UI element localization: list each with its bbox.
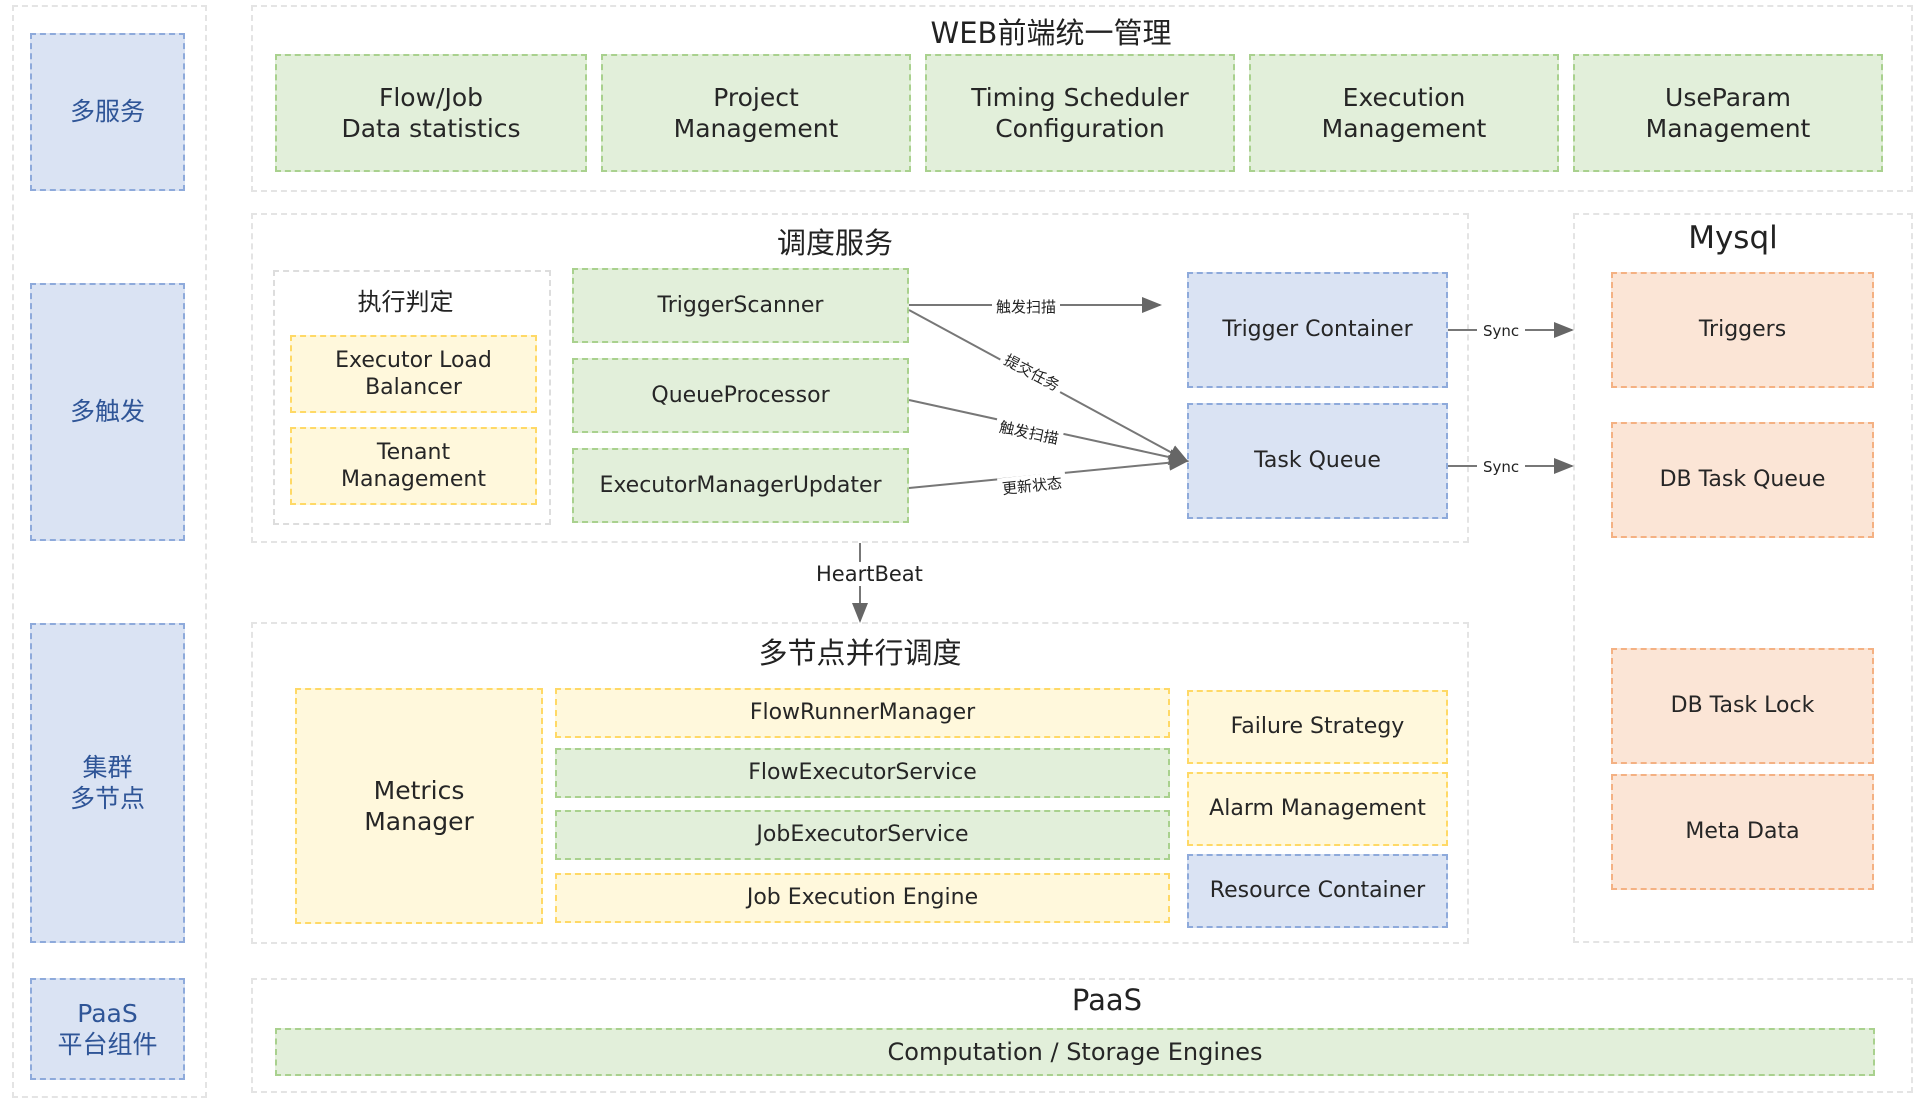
- web-module-useparam: UseParam Management: [1573, 54, 1883, 172]
- web-module-timing-scheduler: Timing Scheduler Configuration: [925, 54, 1235, 172]
- job-execution-engine: Job Execution Engine: [555, 873, 1170, 923]
- mysql-meta-data: Meta Data: [1611, 774, 1874, 890]
- side-label-paas-components: PaaS 平台组件: [30, 978, 185, 1080]
- executor-load-balancer: Executor Load Balancer: [290, 335, 537, 413]
- metrics-manager: Metrics Manager: [295, 688, 543, 924]
- side-label-cluster: 集群 多节点: [30, 623, 185, 943]
- multinode-title: 多节点并行调度: [758, 636, 962, 670]
- sync-label-task-queue: Sync: [1477, 458, 1526, 476]
- failure-strategy: Failure Strategy: [1187, 690, 1448, 764]
- mysql-triggers: Triggers: [1611, 272, 1874, 388]
- mysql-db-task-lock: DB Task Lock: [1611, 648, 1874, 764]
- web-module-execution: Execution Management: [1249, 54, 1559, 172]
- mysql-title: Mysql: [1688, 220, 1778, 256]
- sync-label-triggers: Sync: [1477, 322, 1526, 340]
- judge-title: 执行判定: [357, 288, 454, 316]
- job-executor-service: JobExecutorService: [555, 810, 1170, 860]
- alarm-management: Alarm Management: [1187, 772, 1448, 846]
- trigger-container: Trigger Container: [1187, 272, 1448, 388]
- web-module-project: Project Management: [601, 54, 911, 172]
- dispatch-title: 调度服务: [776, 226, 893, 260]
- flow-executor-service: FlowExecutorService: [555, 748, 1170, 798]
- side-label-multi-service: 多服务: [30, 33, 185, 191]
- tenant-management: Tenant Management: [290, 427, 537, 505]
- task-queue: Task Queue: [1187, 403, 1448, 519]
- side-label-multi-trigger: 多触发: [30, 283, 185, 541]
- queue-processor: QueueProcessor: [572, 358, 909, 433]
- computation-storage-engines: Computation / Storage Engines: [275, 1028, 1875, 1076]
- flow-runner-manager: FlowRunnerManager: [555, 688, 1170, 738]
- edge-label-trigger-scan-1: 触发扫描: [992, 296, 1061, 317]
- web-module-flow-job: Flow/Job Data statistics: [275, 54, 587, 172]
- mysql-db-task-queue: DB Task Queue: [1611, 422, 1874, 538]
- executor-manager-updater: ExecutorManagerUpdater: [572, 448, 909, 523]
- resource-container: Resource Container: [1187, 854, 1448, 928]
- web-title: WEB前端统一管理: [930, 16, 1172, 50]
- heartbeat-label: HeartBeat: [812, 562, 927, 586]
- paas-title: PaaS: [1071, 983, 1143, 1017]
- trigger-scanner: TriggerScanner: [572, 268, 909, 343]
